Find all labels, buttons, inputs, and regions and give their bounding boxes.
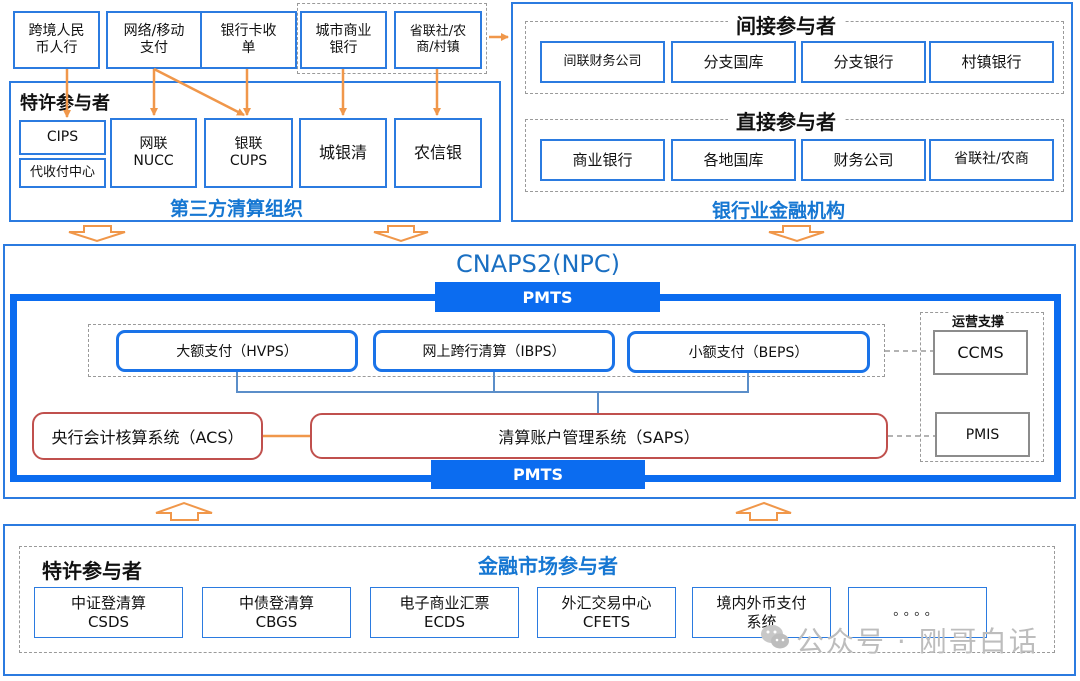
- direct-label: 各地国库: [703, 150, 764, 169]
- licensed-participants-label-bottom: 特许参与者: [42, 559, 142, 583]
- market-box: 中债登清算 CBGS: [202, 587, 351, 638]
- pmts-bottom-label: PMTS: [512, 465, 564, 484]
- market-label: 中债登清算 CBGS: [238, 593, 314, 631]
- market-box: 中证登清算 CSDS: [34, 587, 183, 638]
- cips-box: CIPS: [19, 120, 106, 155]
- cnaps-title: CNAPS2(NPC): [456, 250, 621, 278]
- source-label: 跨境人民 币人行: [28, 22, 85, 57]
- indirect-box: 村镇银行: [929, 41, 1054, 83]
- ibps-label: 网上跨行清算（IBPS）: [422, 344, 566, 360]
- source-provincial-rural: 省联社/农 商/村镇: [394, 11, 482, 69]
- cips-label: CIPS: [46, 128, 79, 145]
- rural-credit-clearing-box: 农信银: [394, 118, 482, 188]
- market-box: 外汇交易中心 CFETS: [537, 587, 676, 638]
- hvps-label: 大额支付（HVPS）: [176, 344, 298, 360]
- source-cross-border-rmb: 跨境人民 币人行: [13, 11, 100, 69]
- city-clear-label: 城银清: [318, 143, 367, 162]
- financial-market-group: [19, 546, 1055, 653]
- beps-label: 小额支付（BEPS）: [688, 345, 809, 361]
- indirect-label: 间联财务公司: [563, 53, 642, 69]
- cups-box: 银联 CUPS: [204, 118, 293, 188]
- regional-banks-group: [297, 3, 487, 74]
- operations-support-title: 运营支撑: [950, 311, 1007, 330]
- indirect-label: 分支国库: [703, 52, 764, 71]
- direct-label: 商业银行: [572, 150, 633, 169]
- agency-payment-center-box: 代收付中心: [19, 158, 106, 188]
- market-label: 电子商业汇票 ECDS: [399, 593, 490, 631]
- indirect-box: 分支国库: [671, 41, 796, 83]
- agency-label: 代收付中心: [29, 164, 95, 180]
- wechat-icon: [760, 622, 790, 652]
- market-box: 境内外币支付 系统: [692, 587, 831, 638]
- direct-box: 财务公司: [801, 139, 926, 181]
- market-box-more: 。。。。: [848, 587, 987, 638]
- source-city-commercial-bank: 城市商业 银行: [300, 11, 387, 69]
- market-label: 中证登清算 CSDS: [70, 593, 146, 631]
- indirect-box: 分支银行: [801, 41, 926, 83]
- saps-box: 清算账户管理系统（SAPS）: [310, 413, 888, 459]
- source-label: 省联社/农 商/村镇: [409, 23, 467, 55]
- pmts-top-bar: PMTS: [435, 282, 660, 312]
- direct-label: 财务公司: [833, 150, 894, 169]
- acs-label: 央行会计核算系统（ACS）: [51, 428, 244, 447]
- block-arrow-down-middle: [373, 225, 429, 243]
- ibps-box: 网上跨行清算（IBPS）: [373, 330, 615, 372]
- pmts-bottom-bar: PMTS: [431, 460, 645, 489]
- indirect-box: 间联财务公司: [540, 41, 665, 83]
- direct-box: 省联社/农商: [929, 139, 1054, 181]
- licensed-participants-label: 特许参与者: [20, 93, 110, 114]
- pmis-label: PMIS: [965, 426, 1000, 443]
- ellipsis-label: 。。。。: [893, 604, 942, 620]
- city-bank-clearing-box: 城银清: [299, 118, 387, 188]
- block-arrow-down-left: [68, 225, 126, 243]
- banking-institutions-title: 银行业金融机构: [712, 200, 846, 222]
- acs-box: 央行会计核算系统（ACS）: [32, 412, 263, 460]
- third-party-clearing-title: 第三方清算组织: [170, 198, 304, 220]
- block-arrow-up-right: [735, 501, 792, 521]
- pmis-box: PMIS: [935, 412, 1030, 457]
- indirect-label: 村镇银行: [961, 52, 1022, 71]
- source-label: 网络/移动 支付: [123, 22, 185, 57]
- ccms-label: CCMS: [957, 343, 1004, 362]
- source-bank-card-acquiring: 银行卡收 单: [200, 11, 297, 69]
- watermark-text: 公众号 · 刚哥白话: [796, 625, 1039, 658]
- direct-label: 省联社/农商: [954, 151, 1029, 168]
- rural-label: 农信银: [413, 143, 462, 162]
- nucc-label: 网联 NUCC: [133, 135, 174, 170]
- indirect-label: 分支银行: [833, 52, 894, 71]
- direct-participants-title: 直接参与者: [728, 106, 844, 135]
- pmts-top-label: PMTS: [522, 287, 573, 307]
- ccms-box: CCMS: [933, 330, 1028, 375]
- direct-box: 商业银行: [540, 139, 665, 181]
- hvps-box: 大额支付（HVPS）: [116, 330, 358, 372]
- nucc-box: 网联 NUCC: [110, 118, 197, 188]
- source-label: 银行卡收 单: [220, 22, 277, 57]
- market-label: 外汇交易中心 CFETS: [561, 593, 652, 631]
- beps-box: 小额支付（BEPS）: [627, 331, 870, 373]
- source-label: 城市商业 银行: [315, 22, 372, 57]
- source-network-mobile-pay: 网络/移动 支付: [106, 11, 202, 69]
- cups-label: 银联 CUPS: [229, 135, 268, 170]
- market-box: 电子商业汇票 ECDS: [370, 587, 519, 638]
- block-arrow-up-left: [155, 501, 213, 521]
- financial-market-title: 金融市场参与者: [478, 554, 618, 578]
- block-arrow-down-right: [768, 225, 825, 243]
- direct-box: 各地国库: [671, 139, 796, 181]
- indirect-participants-title: 间接参与者: [728, 10, 844, 39]
- saps-label: 清算账户管理系统（SAPS）: [498, 428, 700, 447]
